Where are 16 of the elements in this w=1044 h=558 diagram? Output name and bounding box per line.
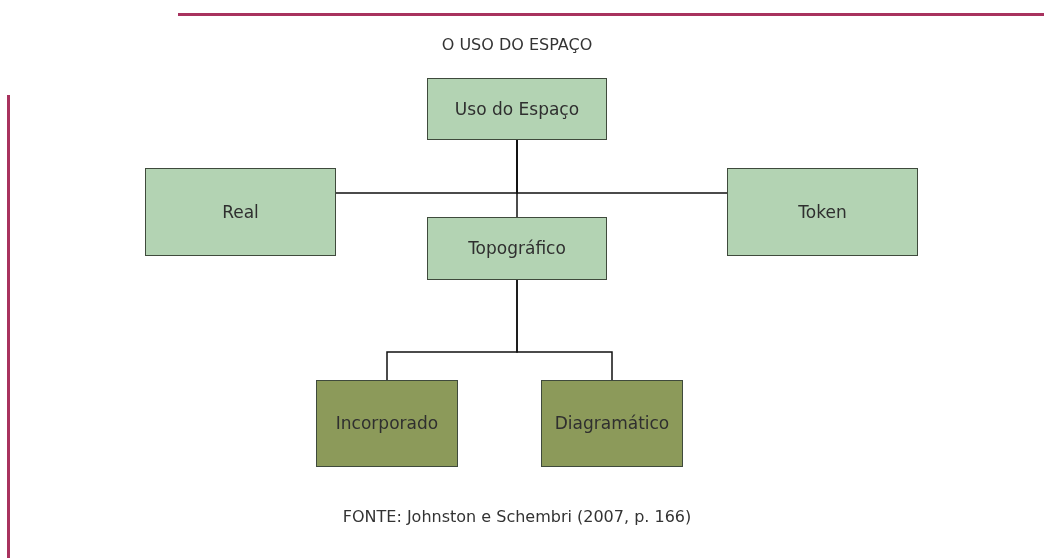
box-label: Topográfico xyxy=(467,237,567,260)
concept-box xyxy=(427,217,607,280)
connector-line xyxy=(516,139,518,218)
concept-box xyxy=(316,380,458,467)
concept-box xyxy=(427,78,607,140)
box-label: Token xyxy=(797,200,848,224)
box-label: Diagramático xyxy=(553,412,671,435)
diagram-title: O USO DO ESPAÇO xyxy=(440,35,594,54)
box-label: Real xyxy=(221,200,260,224)
connector-line xyxy=(516,279,613,381)
concept-box xyxy=(541,380,683,467)
source-caption: FONTE: Johnston e Schembri (2007, p. 166) xyxy=(341,507,693,526)
box-label: Incorporado xyxy=(334,412,440,435)
box-label: Uso do Espaço xyxy=(453,97,581,121)
concept-box xyxy=(727,168,918,256)
concept-box xyxy=(145,168,336,256)
